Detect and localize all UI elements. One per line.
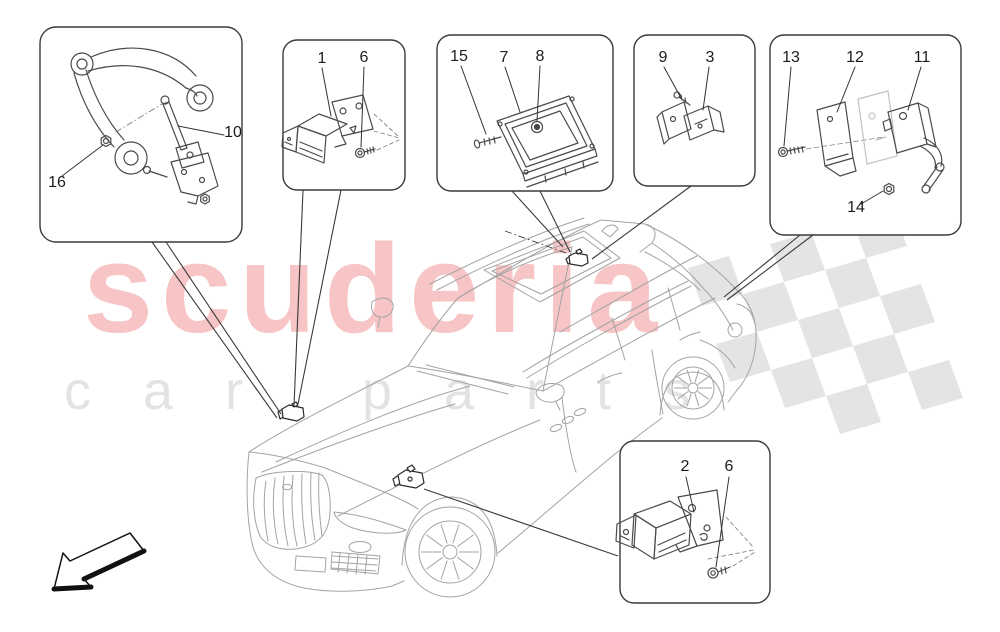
part-number-label: 6 bbox=[724, 458, 734, 475]
box-side-sensor bbox=[633, 34, 756, 187]
watermark-tagline-text: car parts bbox=[64, 361, 742, 421]
part-number-label: 6 bbox=[359, 49, 369, 66]
side-sensor-drawing bbox=[656, 66, 725, 145]
control-unit-drawing bbox=[460, 65, 599, 188]
roof-sensor-icon bbox=[565, 248, 589, 267]
lower-front-sensor-drawing bbox=[615, 476, 756, 579]
part-number-label: 12 bbox=[846, 49, 864, 66]
front-wheel bbox=[404, 506, 496, 598]
part-number-label: 10 bbox=[224, 124, 242, 141]
box-rear-height-sensor bbox=[769, 34, 962, 236]
part-number-label: 13 bbox=[782, 49, 800, 66]
part-number-label: 14 bbox=[847, 199, 865, 216]
checkered-flag-icon bbox=[688, 208, 963, 434]
part-number-label: 16 bbox=[48, 174, 66, 191]
part-number-label: 1 bbox=[317, 50, 327, 67]
car-outline-drawing bbox=[246, 217, 757, 592]
box-lower-front-sensor bbox=[619, 440, 771, 604]
watermark: scuderia car parts bbox=[64, 218, 742, 421]
fender-sensor-icon bbox=[392, 464, 425, 489]
part-number-label: 7 bbox=[499, 49, 509, 66]
rear-wheel bbox=[661, 356, 725, 420]
rear-height-sensor-drawing bbox=[777, 66, 945, 205]
part-number-label: 3 bbox=[705, 49, 715, 66]
callout-leader-lines bbox=[151, 185, 814, 557]
suspension-arm-drawing bbox=[61, 47, 225, 205]
part-number-label: 8 bbox=[535, 48, 545, 65]
part-number-label: 9 bbox=[658, 49, 668, 66]
part-number-label: 11 bbox=[913, 49, 931, 66]
direction-arrow-icon bbox=[51, 532, 147, 592]
box-front-suspension bbox=[39, 26, 243, 243]
callout-boxes bbox=[39, 26, 962, 604]
part-number-label: 2 bbox=[680, 458, 690, 475]
front-sensor-drawing bbox=[281, 66, 400, 164]
box-front-sensor bbox=[282, 39, 406, 191]
part-number-label: 15 bbox=[450, 48, 468, 65]
